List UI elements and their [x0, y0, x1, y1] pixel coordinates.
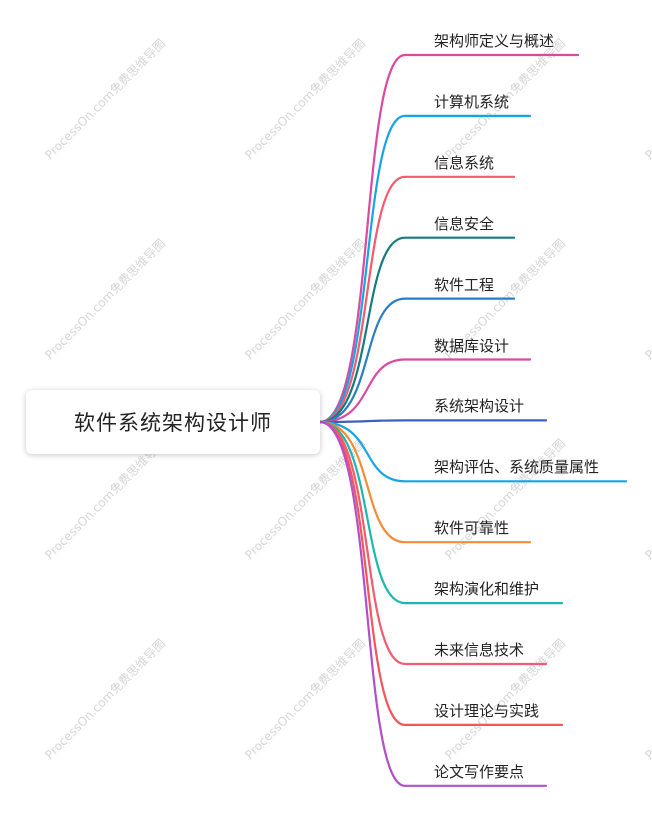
branch-topic[interactable]: 论文写作要点 — [434, 762, 525, 781]
branch-connector — [318, 420, 564, 726]
root-topic[interactable]: 软件系统架构设计师 — [26, 390, 320, 454]
branch-topic[interactable]: 架构师定义与概述 — [434, 32, 555, 50]
watermark-text: ProcessOn.com免费思维导图 — [642, 636, 652, 763]
branch-connector — [318, 175, 516, 424]
branch-connector — [318, 297, 516, 424]
watermark-text: ProcessOn.com免费思维导图 — [42, 436, 169, 563]
watermark-text: ProcessOn.com免费思维导图 — [642, 36, 652, 163]
branch-topic[interactable]: 软件工程 — [434, 275, 495, 294]
branch-connector — [318, 236, 516, 424]
watermark-text: ProcessOn.com免费思维导图 — [242, 36, 369, 163]
branch-topic[interactable]: 设计理论与实践 — [434, 701, 540, 720]
branch-connectors — [318, 53, 628, 787]
branch-connector — [318, 114, 532, 424]
branch-topic[interactable]: 信息安全 — [434, 214, 495, 233]
watermark-text: ProcessOn.com免费思维导图 — [42, 36, 169, 163]
branch-topic[interactable]: 架构演化和维护 — [434, 580, 540, 599]
root-topic-label: 软件系统架构设计师 — [74, 411, 272, 435]
branch-topic[interactable]: 未来信息技术 — [434, 641, 525, 659]
branch-connector — [318, 420, 628, 483]
branch-topic[interactable]: 架构评估、系统质量属性 — [434, 458, 600, 477]
watermark-text: ProcessOn.com免费思维导图 — [242, 636, 369, 763]
branch-topic[interactable]: 计算机系统 — [434, 92, 510, 111]
branch-connector — [318, 420, 564, 605]
branch-topic[interactable]: 软件可靠性 — [434, 519, 510, 538]
branch-topic[interactable]: 数据库设计 — [434, 336, 510, 355]
branch-topic[interactable]: 信息系统 — [434, 153, 495, 172]
branch-connector — [318, 420, 548, 787]
branch-topic[interactable]: 系统架构设计 — [434, 397, 525, 416]
branch-connector — [318, 420, 532, 544]
watermark-text: ProcessOn.com免费思维导图 — [42, 636, 169, 763]
branch-connector — [318, 420, 548, 666]
watermark-text: ProcessOn.com免费思维导图 — [42, 236, 169, 363]
branch-connector — [318, 358, 532, 424]
watermark-text: ProcessOn.com免费思维导图 — [242, 236, 369, 363]
watermark-text: ProcessOn.com免费思维导图 — [642, 236, 652, 363]
branch-connector — [318, 419, 548, 424]
watermark-text: ProcessOn.com免费思维导图 — [642, 436, 652, 563]
branch-connector — [318, 53, 580, 424]
